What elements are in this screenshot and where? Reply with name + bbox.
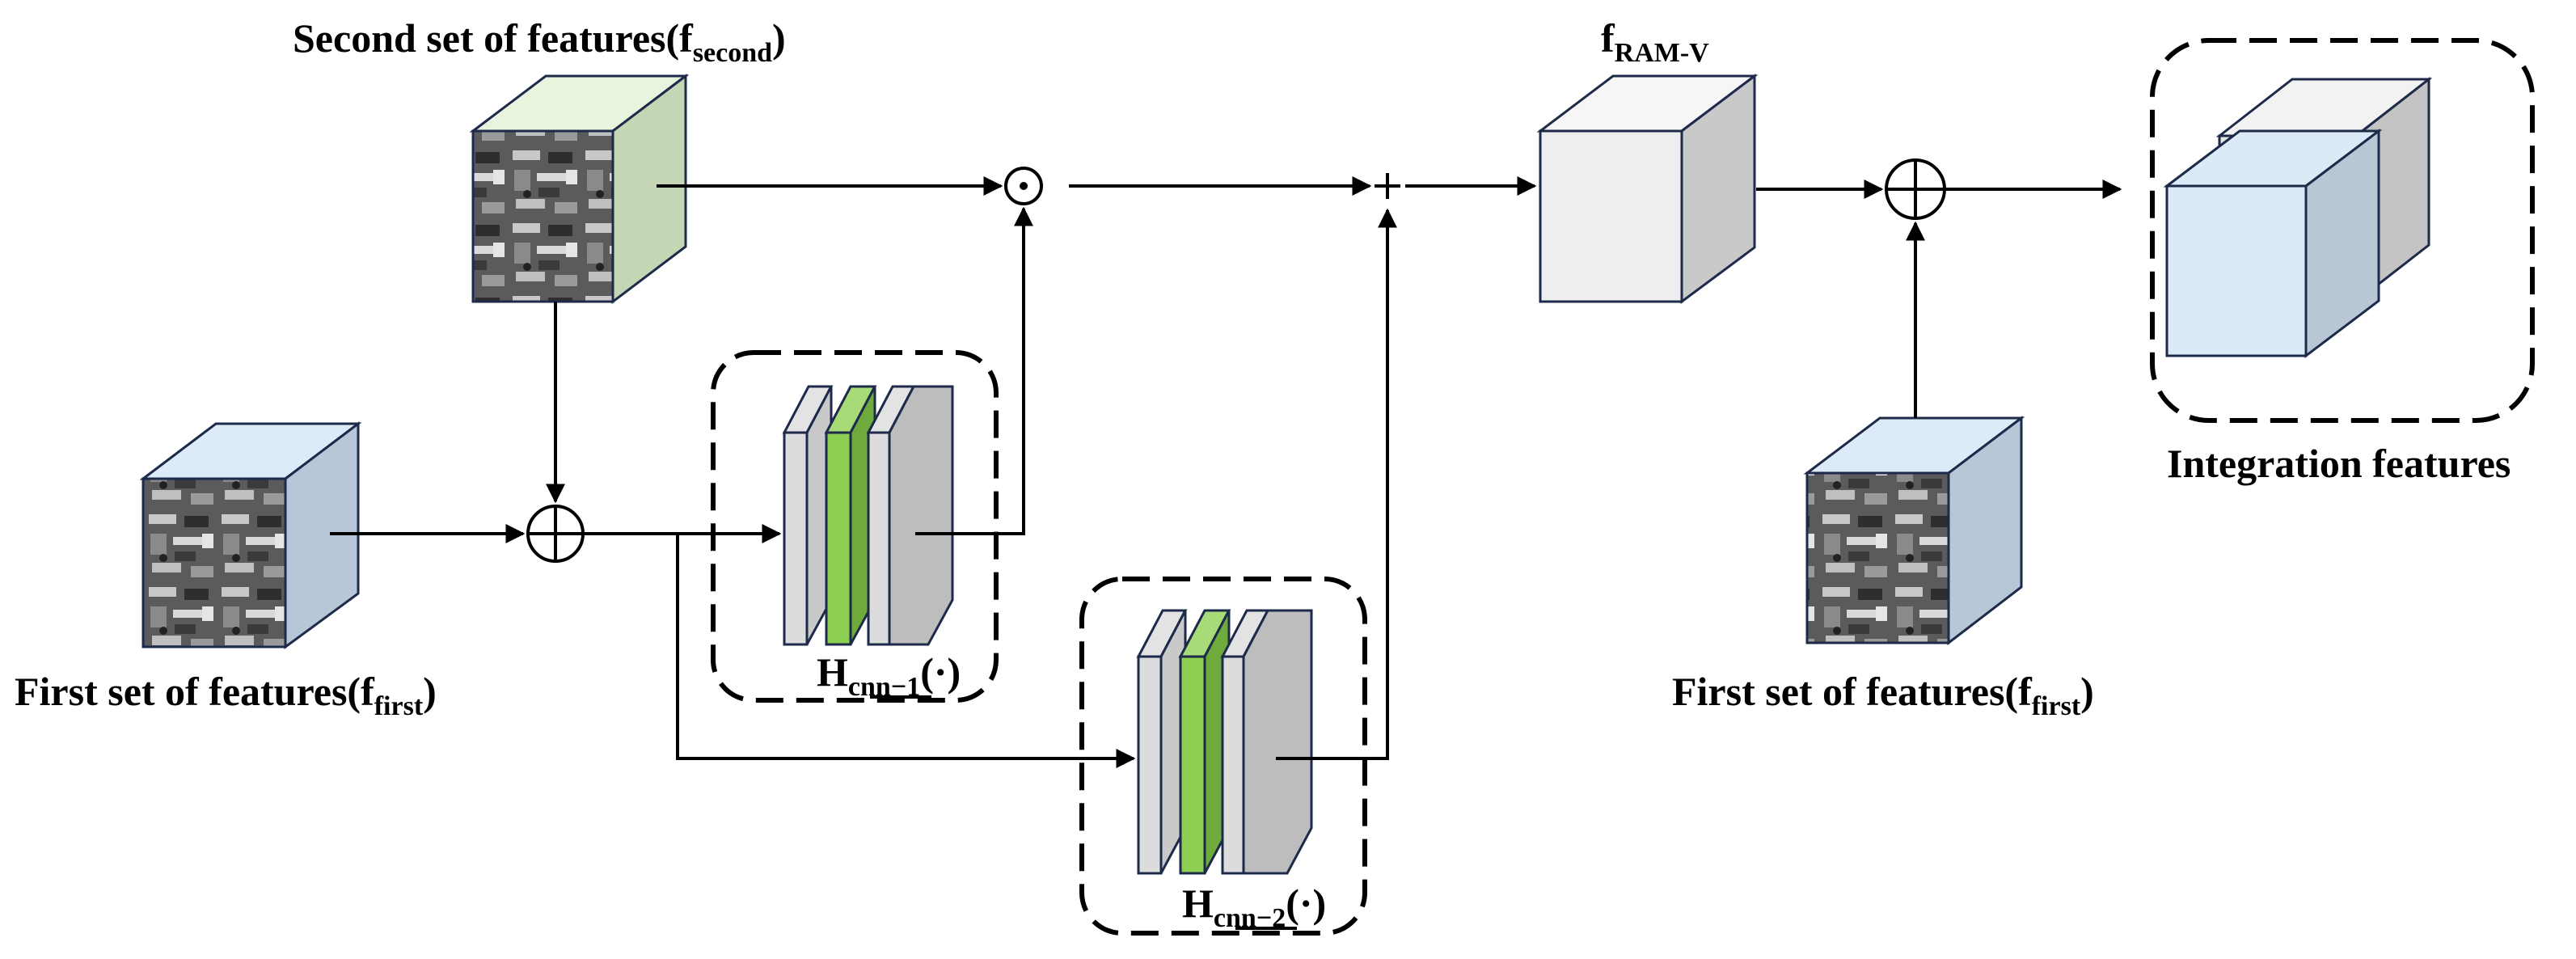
hcnn-2-dashed-frame	[1079, 577, 1367, 936]
fram-v-cube	[1536, 73, 1759, 304]
integration-features-label: Integration features	[2167, 441, 2511, 486]
addition-operator	[1375, 173, 1400, 199]
integration-dashed-frame	[2150, 38, 2535, 423]
first-cube-front-aerial-image	[141, 477, 287, 648]
concat-operator-left	[526, 505, 585, 563]
second-set-label: Second set of features(fsecond)	[293, 15, 786, 68]
hcnn-1-block: Hcnn−1(·)	[711, 350, 999, 703]
fram-v-label: fRAM-V	[1601, 15, 1709, 68]
connections	[330, 176, 2122, 768]
second-features-cube	[469, 73, 690, 305]
integration-features	[2150, 38, 2535, 423]
arrow-hcnn1-to-product	[915, 206, 1033, 535]
hcnn-1-dashed-frame	[711, 350, 999, 703]
elementwise-product-operator	[1004, 167, 1043, 205]
first-set-right-label: First set of features(ffirst)	[1672, 669, 2094, 721]
hcnn-1-label: Hcnn−1(·)	[817, 649, 961, 702]
hcnn-2-layers	[1136, 609, 1313, 875]
second-cube-front-aerial-image	[471, 129, 614, 303]
product-circle	[1004, 167, 1043, 205]
first-set-label: First set of features(ffirst)	[15, 669, 437, 721]
first-right-cube-front-aerial-image	[1805, 471, 1950, 644]
integration-front-cube	[2163, 128, 2383, 359]
arrow-concat-to-hcnn2	[676, 534, 1136, 768]
concat-operator-right	[1885, 158, 1946, 220]
first-features-cube	[139, 420, 362, 649]
hcnn-2-label: Hcnn−2(·)	[1182, 881, 1326, 933]
first-features-cube-right	[1803, 415, 2025, 646]
arrow-hcnn2-to-add	[1276, 208, 1397, 760]
hcnn-1-layers	[782, 385, 954, 646]
fram-cube-front	[1539, 129, 1683, 303]
hcnn-2-block: Hcnn−2(·)	[1079, 577, 1367, 936]
